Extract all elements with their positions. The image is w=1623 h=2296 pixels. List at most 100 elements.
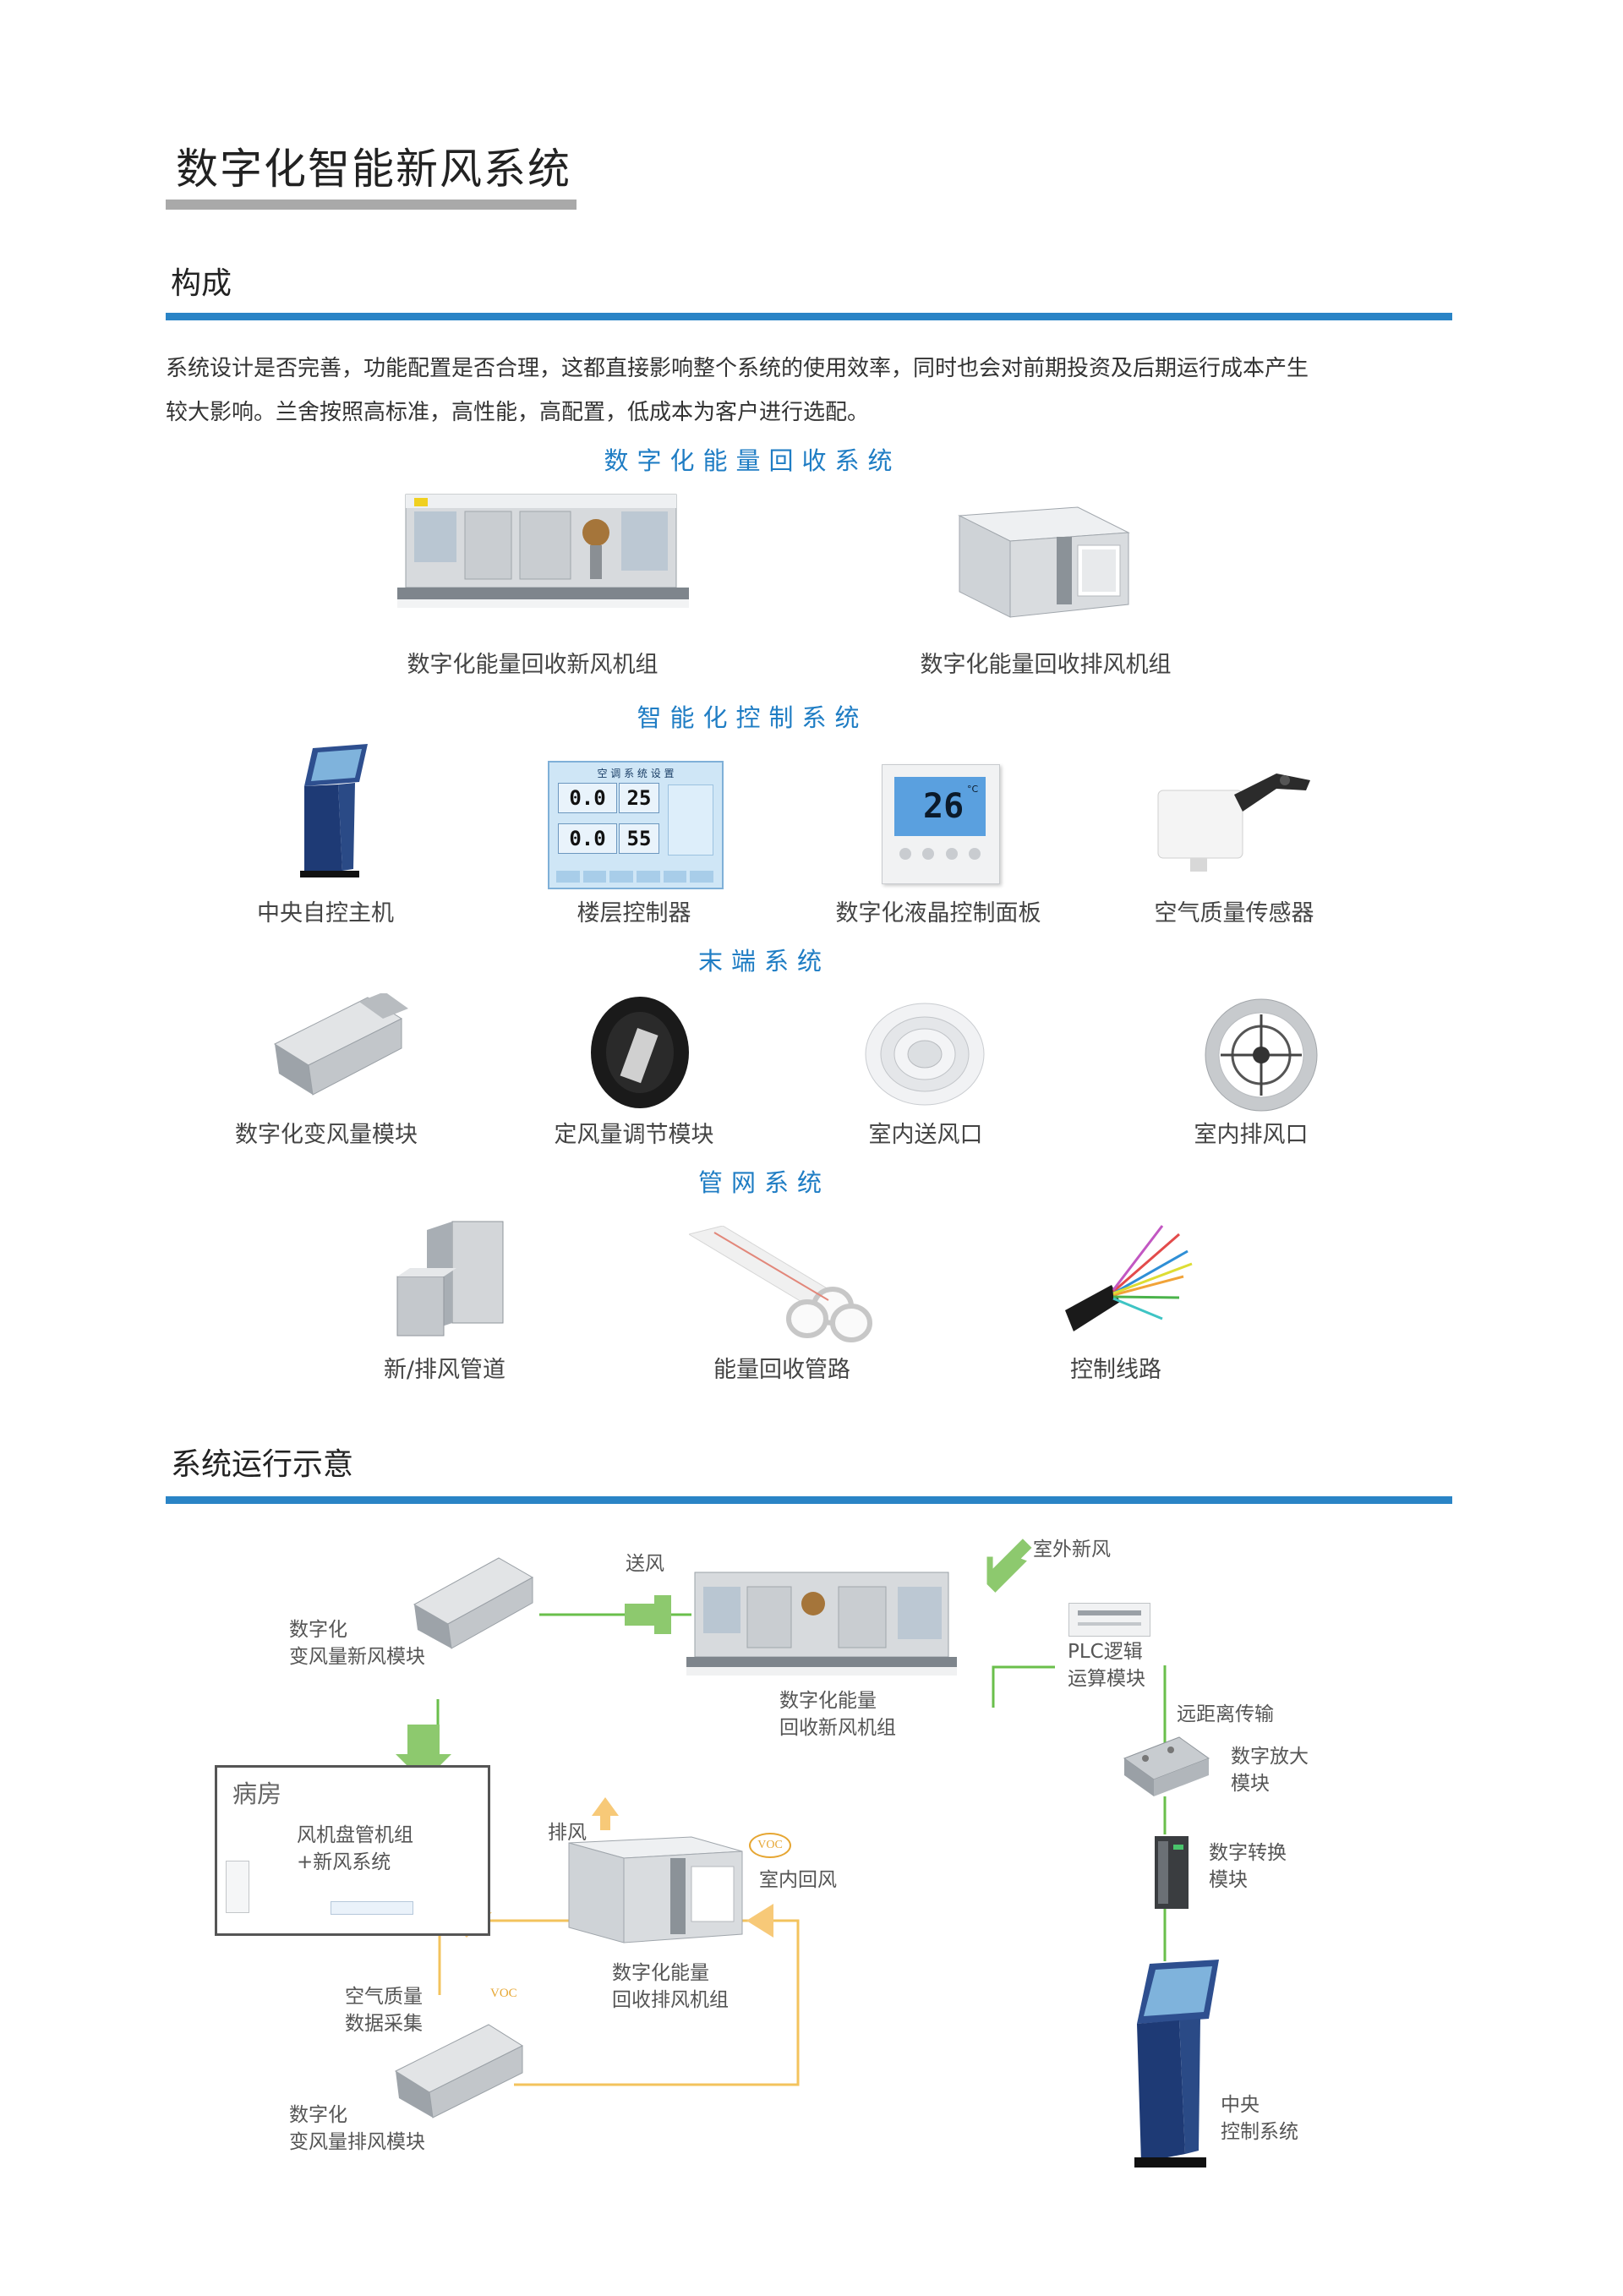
lcd-unit: °C — [967, 784, 979, 795]
intro-line-2: 较大影响。兰舍按照高标准，高性能，高配置，低成本为客户进行选配。 — [166, 400, 870, 425]
caption-exhaust-air-unit: 数字化能量回收排风机组 — [920, 652, 1172, 678]
label-converter-line2: 模块 — [1209, 1869, 1248, 1891]
floor-controller-readout-a2: 25 — [619, 783, 659, 813]
label-ward: 病房 — [232, 1779, 282, 1808]
label-fcu: 风机盘管机组 +新风系统 — [297, 1822, 413, 1876]
diagram-rule — [166, 1496, 1452, 1504]
air-duct-image — [396, 1221, 504, 1337]
composition-heading: 构成 — [171, 266, 232, 301]
label-central-control-line1: 中央 — [1221, 2094, 1260, 2116]
label-supply-air: 送风 — [626, 1553, 664, 1575]
composition-rule — [166, 313, 1452, 320]
control-cable-image — [1065, 1225, 1193, 1331]
group-control-title: 智能化控制系统 — [637, 703, 868, 732]
floor-controller-readout-b1: 0.0 — [558, 823, 617, 854]
diagram-fresh-air-unit — [686, 1572, 957, 1676]
label-exhaust: 排风 — [548, 1822, 587, 1844]
label-plc-line1: PLC逻辑 — [1068, 1641, 1143, 1663]
title-underline — [166, 200, 577, 210]
diagram-digital-amplifier — [1123, 1736, 1210, 1796]
lcd-buttons — [899, 848, 981, 861]
label-fresh-unit: 数字化能量 回收新风机组 — [779, 1687, 896, 1741]
label-plc: PLC逻辑 运算模块 — [1068, 1638, 1145, 1692]
label-converter-line1: 数字转换 — [1209, 1842, 1287, 1864]
constant-flow-module-image — [591, 997, 689, 1108]
caption-exhaust-grille: 室内排风口 — [1194, 1122, 1309, 1148]
floor-controller-side-panel — [668, 784, 713, 856]
caption-control-cable: 控制线路 — [1070, 1357, 1161, 1383]
caption-air-duct: 新/排风管道 — [383, 1357, 506, 1383]
label-fresh-vav-line1: 数字化 — [289, 1619, 347, 1641]
group-energy-recovery-title: 数字化能量回收系统 — [604, 446, 901, 475]
label-amplifier-line1: 数字放大 — [1231, 1746, 1309, 1768]
voc-badge-unit: VOC — [749, 1833, 791, 1858]
caption-supply-diffuser: 室内送风口 — [868, 1122, 983, 1148]
label-remote-transmission: 远距离传输 — [1177, 1703, 1274, 1725]
floor-controller-readout-a1: 0.0 — [558, 783, 617, 813]
voc-label-line: VOC — [490, 1987, 517, 2000]
label-air-quality: 空气质量 数据采集 — [345, 1983, 423, 2037]
diagram-exhaust-air-unit — [568, 1836, 743, 1943]
exhaust-grille-image — [1205, 998, 1318, 1112]
label-converter: 数字转换 模块 — [1209, 1840, 1287, 1894]
intro-line-1: 系统设计是否完善，功能配置是否合理，这都直接影响整个系统的使用效率，同时也会对前… — [166, 356, 1309, 381]
caption-lcd-panel: 数字化液晶控制面板 — [835, 900, 1041, 927]
lcd-panel-image: 26 °C — [882, 764, 1000, 884]
label-exhaust-unit-line1: 数字化能量 — [612, 1962, 709, 1984]
exhaust-air-unit-image — [958, 506, 1130, 618]
label-fresh-vav: 数字化 变风量新风模块 — [289, 1616, 425, 1670]
label-amplifier: 数字放大 模块 — [1231, 1743, 1309, 1797]
diagram-digital-converter — [1155, 1836, 1189, 1909]
diagram-heading: 系统运行示意 — [171, 1447, 354, 1482]
label-central-control-line2: 控制系统 — [1221, 2121, 1298, 2143]
group-duct-title: 管网系统 — [697, 1168, 830, 1197]
caption-constant-flow-module: 定风量调节模块 — [554, 1122, 714, 1148]
lcd-temp: 26 — [923, 787, 965, 826]
label-exhaust-vav: 数字化 变风量排风模块 — [289, 2102, 425, 2156]
air-quality-sensor-image — [1157, 774, 1310, 872]
floor-controller-readout-b2: 55 — [619, 823, 659, 854]
label-fresh-vav-line2: 变风量新风模块 — [289, 1646, 425, 1668]
diagram-plc-module — [1068, 1603, 1150, 1637]
label-fresh-unit-line1: 数字化能量 — [779, 1690, 877, 1712]
caption-air-quality-sensor: 空气质量传感器 — [1154, 900, 1314, 927]
supply-diffuser-image — [865, 1003, 985, 1106]
floor-controller-tab-row — [556, 871, 714, 883]
fresh-air-unit-image — [397, 494, 689, 608]
intro-text: 系统设计是否完善，功能配置是否合理，这都直接影响整个系统的使用效率，同时也会对前… — [166, 347, 1434, 435]
group-terminal-title: 末端系统 — [697, 947, 830, 976]
label-plc-line2: 运算模块 — [1068, 1668, 1145, 1690]
label-fcu-line1: 风机盘管机组 — [297, 1824, 413, 1846]
central-host-kiosk-image — [300, 744, 368, 877]
recovery-pipe-image — [689, 1226, 872, 1342]
diagram-fresh-vav-module — [413, 1557, 534, 1649]
floor-controller-screen-title: 空 调 系 统 设 置 — [597, 768, 675, 779]
lcd-screen: 26 °C — [894, 777, 986, 836]
floor-controller-image: 空 调 系 统 设 置 0.0 25 0.0 55 — [548, 761, 724, 889]
label-air-quality-line1: 空气质量 — [345, 1986, 423, 2008]
label-indoor-return: 室内回风 — [759, 1869, 837, 1891]
label-exhaust-vav-line2: 变风量排风模块 — [289, 2131, 425, 2153]
caption-central-host: 中央自控主机 — [257, 900, 394, 927]
label-exhaust-unit: 数字化能量 回收排风机组 — [612, 1960, 729, 2014]
label-air-quality-line2: 数据采集 — [345, 2013, 423, 2035]
caption-floor-controller: 楼层控制器 — [577, 900, 691, 927]
label-fcu-line2: +新风系统 — [297, 1851, 391, 1873]
caption-fresh-air-unit: 数字化能量回收新风机组 — [407, 652, 658, 678]
vav-module-image — [273, 993, 408, 1096]
label-outdoor-air: 室外新风 — [1033, 1539, 1111, 1561]
label-fresh-unit-line2: 回收新风机组 — [779, 1717, 896, 1739]
diagram-central-control-kiosk — [1134, 1960, 1219, 2168]
label-central-control: 中央 控制系统 — [1221, 2091, 1298, 2146]
ward-door-icon — [226, 1861, 249, 1913]
label-exhaust-unit-line2: 回收排风机组 — [612, 1989, 729, 2011]
caption-vav-module: 数字化变风量模块 — [235, 1122, 418, 1148]
diagram-exhaust-vav-module — [394, 2024, 524, 2118]
caption-recovery-pipe: 能量回收管路 — [713, 1357, 850, 1383]
ward-fcu-icon — [331, 1901, 413, 1915]
page-title: 数字化智能新风系统 — [176, 145, 571, 194]
label-exhaust-vav-line1: 数字化 — [289, 2104, 347, 2126]
diagram-ward-box: 病房 风机盘管机组 +新风系统 — [215, 1765, 490, 1936]
label-amplifier-line2: 模块 — [1231, 1773, 1270, 1795]
